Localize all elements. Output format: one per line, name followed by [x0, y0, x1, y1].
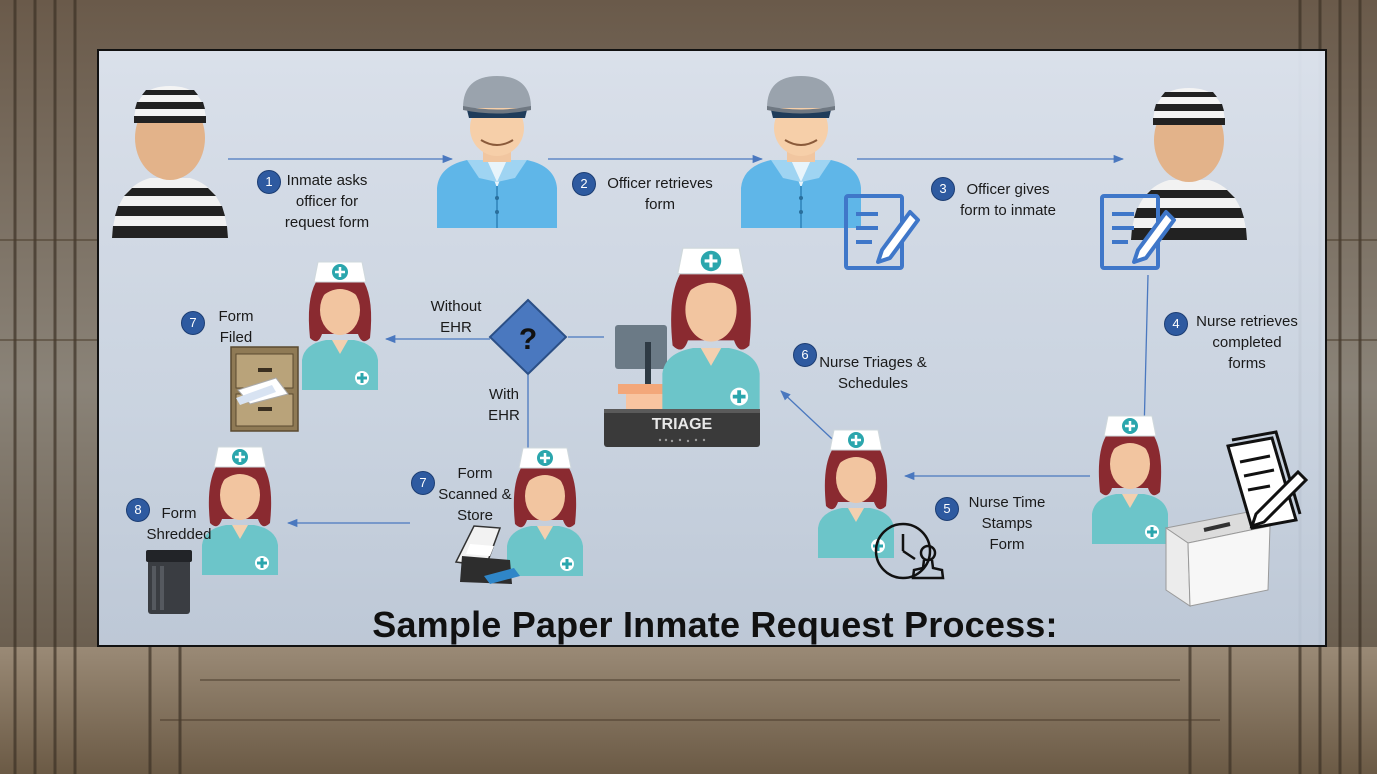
filing-cabinet-icon	[230, 346, 299, 432]
clock-icon	[874, 522, 932, 580]
with-ehr-line2: EHR	[488, 407, 520, 424]
officer-icon	[436, 75, 558, 229]
step-2-label: Officer retrieves form	[598, 173, 722, 215]
step-5-line2: Stamps	[981, 515, 1033, 532]
step-4-badge: 4	[1164, 312, 1188, 336]
stamp-icon	[911, 544, 945, 580]
step-8-label: Form Shredded	[140, 503, 218, 545]
nurse-icon	[300, 260, 380, 392]
without-ehr-line1: Without	[430, 298, 482, 315]
step-5-badge: 5	[935, 497, 959, 521]
step-1-line1: Inmate asks	[286, 172, 368, 189]
step-1-line3: request form	[284, 214, 370, 231]
step-7-scanned-line3: Store	[457, 507, 493, 524]
triage-sign-text: TRIAGE	[652, 416, 713, 433]
step-4-line1: Nurse retrieves	[1196, 313, 1298, 330]
without-ehr-line2: EHR	[440, 319, 472, 336]
officer-icon	[740, 75, 862, 229]
decision-diamond: ?	[488, 298, 568, 376]
shredder-icon	[146, 550, 192, 614]
step-2-line1: Officer retrieves	[607, 175, 713, 192]
step-5-label: Nurse Time Stamps Form	[960, 492, 1054, 555]
inmate-icon	[1131, 88, 1247, 240]
step-7-scanned-line1: Form	[457, 465, 493, 482]
step-7-scanned-line2: Scanned &	[438, 486, 512, 503]
step-3-line2: form to inmate	[960, 202, 1056, 219]
step-8-line2: Shredded	[146, 526, 212, 543]
with-ehr-label: With EHR	[478, 384, 530, 426]
without-ehr-label: Without EHR	[420, 296, 492, 338]
step-8-line1: Form	[161, 505, 197, 522]
step-1-line2: officer for	[295, 193, 359, 210]
triage-sign: TRIAGE	[604, 409, 760, 447]
step-7-filed-line1: Form	[218, 308, 254, 325]
ballot-box-icon	[1164, 511, 1272, 607]
nurse-icon	[816, 428, 896, 560]
arrow-4	[1140, 274, 1149, 435]
step-7-filed-label: Form Filed	[208, 306, 264, 348]
step-5-line3: Form	[989, 536, 1025, 553]
step-6-line1: Nurse Triages &	[819, 354, 927, 371]
decision-symbol: ?	[519, 323, 537, 356]
step-3-badge: 3	[931, 177, 955, 201]
step-7-scanned-badge: 7	[411, 471, 435, 495]
printer-icon	[454, 525, 520, 584]
step-1-label: Inmate asks officer for request form	[272, 170, 382, 233]
step-6-badge: 6	[793, 343, 817, 367]
step-6-line2: Schedules	[837, 375, 909, 392]
page-title: Sample Paper Inmate Request Process:	[372, 604, 1058, 645]
step-4-line3: forms	[1228, 355, 1266, 372]
inmate-icon	[112, 86, 228, 238]
nurse-icon	[1090, 414, 1170, 546]
nurse-icon	[505, 446, 585, 578]
with-ehr-line1: With	[489, 386, 519, 403]
step-2-badge: 2	[572, 172, 596, 196]
step-7-filed-badge: 7	[181, 311, 205, 335]
step-4-label: Nurse retrieves completed forms	[1186, 311, 1308, 374]
step-8-badge: 8	[126, 498, 150, 522]
step-3-label: Officer gives form to inmate	[950, 179, 1066, 221]
step-6-label: Nurse Triages & Schedules	[812, 352, 934, 394]
completed-form-icon	[1226, 430, 1309, 530]
step-3-line1: Officer gives	[966, 181, 1050, 198]
step-7-filed-line2: Filed	[219, 329, 253, 346]
step-5-line1: Nurse Time	[968, 494, 1046, 511]
nurse-icon	[660, 246, 762, 414]
step-4-line2: completed	[1212, 334, 1282, 351]
step-1-badge: 1	[257, 170, 281, 194]
step-7-scanned-label: Form Scanned & Store	[432, 463, 518, 526]
step-2-line2: form	[645, 196, 675, 213]
